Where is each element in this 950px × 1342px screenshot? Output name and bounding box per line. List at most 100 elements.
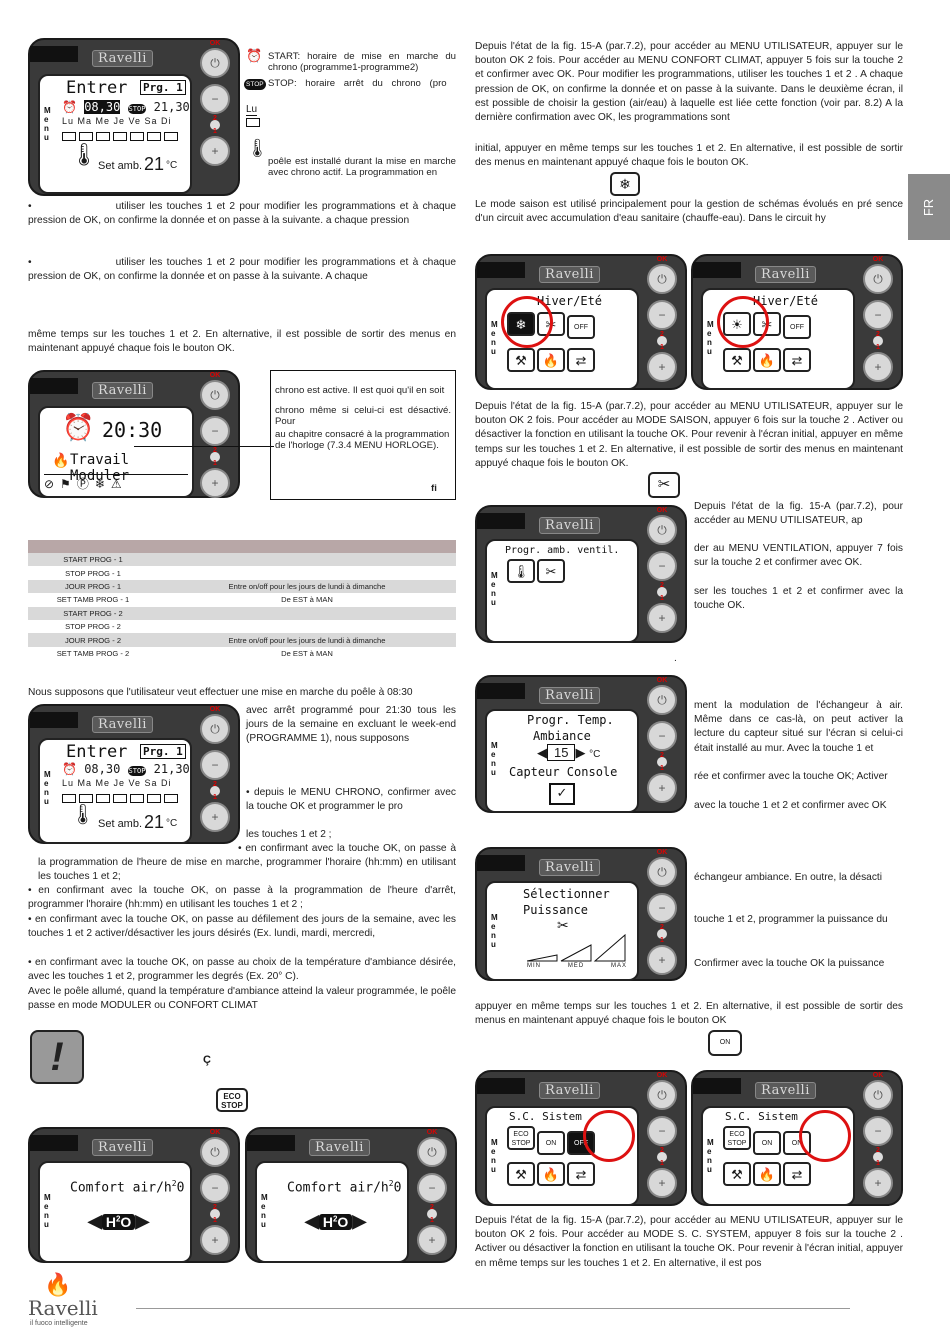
temperature-text-1: ment la modulation de l'échangeur à air.… [694,700,903,754]
working-status: Travail Moduler [70,452,130,484]
figure-label-box [477,683,525,699]
button-1[interactable]: 1+ [200,1217,230,1255]
set-ambient-unit: °C [166,818,178,829]
start-clock-icon: ⏰ [62,100,77,114]
fan-icon[interactable]: ✂ [537,559,565,583]
arrows-icon[interactable]: ⇄ [567,348,595,372]
button-2[interactable]: −2 [863,1116,893,1154]
control-panel-clock: Ravelli ⏰ 20:30 🔥 Travail Moduler ⊘⚑Ⓟ❄⚠ … [28,370,240,498]
example-step-4: • en confirmant avec la touche OK, on pa… [28,885,456,911]
speaker-on-icon[interactable]: ON [753,1131,781,1155]
set-ambient-unit: °C [166,160,178,171]
ok-power-button[interactable]: OK⏻ [863,1072,893,1110]
button-1[interactable]: 1+ [417,1217,447,1255]
button-2[interactable]: −2 [200,1173,230,1211]
set-ambient-label: Set amb. [98,160,143,172]
button-2[interactable]: −2 [647,551,677,589]
ravelli-logo: Ravelli [92,1139,153,1156]
legend-thermometer: poêle est installé durant la mise en mar… [268,156,456,178]
button-1[interactable]: 1+ [200,794,230,832]
h2o-selector[interactable]: ◀H2O▶ [305,1211,367,1231]
button-1[interactable]: 1+ [863,344,893,382]
button-2[interactable]: −2 [863,300,893,338]
temperature-text-3: avec la touche 1 et 2 et confirmer avec … [694,800,887,811]
button-2[interactable]: −2 [647,893,677,931]
language-tab-fr[interactable]: FR [908,174,950,240]
panel-buttons: OK⏻ −2 1+ [645,677,679,809]
button-1[interactable]: 1+ [863,1160,893,1198]
ok-power-button[interactable]: OK⏻ [200,706,230,744]
weekday-labels: Lu Ma Me Je Ve Sa Di [62,116,172,126]
pump-off-icon[interactable]: OFF [567,315,595,339]
ok-power-button[interactable]: OK⏻ [647,507,677,545]
button-2[interactable]: −2 [647,1116,677,1154]
tools-icon[interactable]: ⚒ [507,348,535,372]
button-2[interactable]: −2 [417,1173,447,1211]
weekday-toggles [62,790,181,808]
led-indicator [657,587,667,597]
tools-icon[interactable]: ⚒ [723,1162,751,1186]
flame-clock-icon[interactable]: 🔥 [753,348,781,372]
button-1[interactable]: 1+ [647,1160,677,1198]
panel-buttons: OK⏻ −2 1+ [861,1072,895,1204]
thermometer-icon[interactable]: 🌡 [507,559,535,583]
ok-power-button[interactable]: OK⏻ [200,40,230,78]
button-1[interactable]: 1+ [200,460,230,498]
set-ambient-value: 21 [144,154,165,174]
ok-power-button[interactable]: OK⏻ [647,849,677,887]
button-2[interactable]: −2 [647,721,677,759]
temperature-text-2: rée et confirmer avec la touche OK; Acti… [694,771,888,782]
ok-power-button[interactable]: OK⏻ [200,1129,230,1167]
power-text-1: échangeur ambiance. En outre, la désacti [694,872,883,883]
ok-power-button[interactable]: OK⏻ [863,256,893,294]
flame-clock-icon[interactable]: 🔥 [537,348,565,372]
example-step-2: les touches 1 et 2 ; [246,829,332,840]
button-2[interactable]: −2 [647,300,677,338]
panel-buttons: OK⏻ −2 1+ [198,706,232,838]
example-side-text: avec arrêt programmé pour 21:30 tous les… [246,705,456,745]
button-2[interactable]: −2 [200,416,230,454]
start-program-icon: ⏰ [246,48,263,63]
led-indicator [657,757,667,767]
sensor-checkbox[interactable]: ✓ [549,783,575,805]
button-1[interactable]: 1+ [647,765,677,803]
button-1[interactable]: 1+ [647,595,677,633]
button-1[interactable]: 1+ [647,937,677,975]
flame-clock-icon[interactable]: 🔥 [537,1162,565,1186]
ok-power-button[interactable]: OK⏻ [417,1129,447,1167]
temp-subtitle: Ambiance [533,729,591,743]
sensor-label: Capteur Console [509,765,618,779]
ok-power-button[interactable]: OK⏻ [647,677,677,715]
ok-power-button[interactable]: OK⏻ [200,372,230,410]
button-1[interactable]: 1+ [647,344,677,382]
flame-clock-icon[interactable]: 🔥 [753,1162,781,1186]
button-1[interactable]: 1+ [200,128,230,166]
temp-selector[interactable]: ◀15▶ °C [537,744,601,761]
tools-icon[interactable]: ⚒ [507,1162,535,1186]
thermometer-icon: 🌡 [70,142,98,167]
led-indicator [210,452,220,462]
comfort-title: Comfort air/h20 [70,1179,185,1196]
ok-power-button[interactable]: OK⏻ [647,256,677,294]
ravelli-logo: Ravelli [539,1082,600,1099]
table-row: START PROG - 2 [28,606,456,620]
arrows-icon[interactable]: ⇄ [783,348,811,372]
button-2[interactable]: −2 [200,84,230,122]
speaker-on-icon[interactable]: ON [537,1131,565,1155]
tools-icon[interactable]: ⚒ [723,348,751,372]
h2o-selector[interactable]: ◀H2O▶ [88,1211,150,1231]
arrows-icon[interactable]: ⇄ [567,1162,595,1186]
arrows-icon[interactable]: ⇄ [783,1162,811,1186]
program-number: Prg. 1 [140,80,186,95]
button-2[interactable]: −2 [200,750,230,788]
ok-power-button[interactable]: OK⏻ [647,1072,677,1110]
pump-off-icon[interactable]: OFF [783,315,811,339]
